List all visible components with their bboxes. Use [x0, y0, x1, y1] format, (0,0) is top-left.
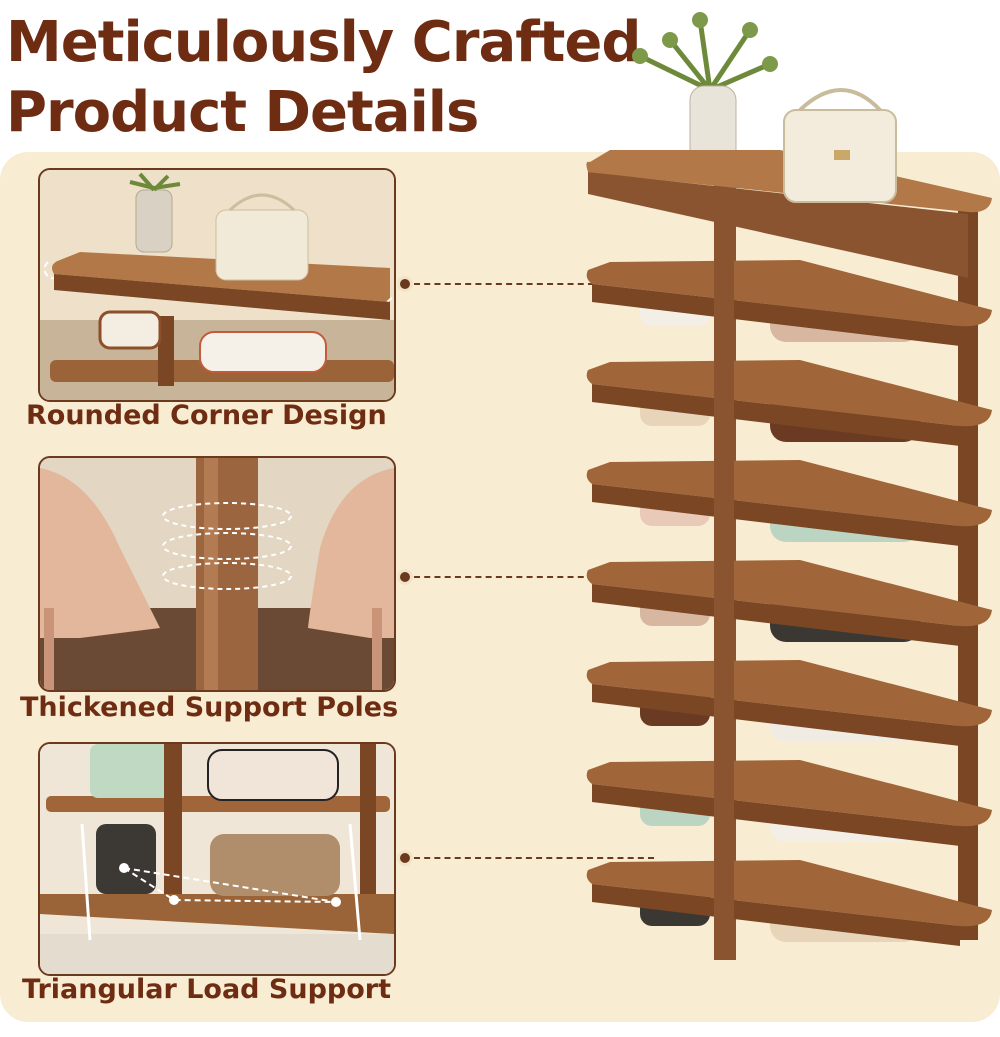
detail-image-rounded-corner — [38, 168, 396, 402]
caption-thickened-support-poles: Thickened Support Poles — [20, 692, 399, 723]
page-title: Meticulously Crafted Product Details — [6, 8, 641, 148]
rack-pole — [714, 260, 734, 950]
page-title-line-2: Product Details — [6, 80, 479, 145]
detail-image-load-support — [38, 742, 396, 976]
connector-dot-3 — [397, 850, 413, 866]
detail-image-support-poles — [38, 456, 396, 692]
caption-rounded-corner-design: Rounded Corner Design — [26, 400, 387, 431]
connector-line-1 — [414, 283, 594, 285]
caption-triangular-load-support: Triangular Load Support — [22, 974, 391, 1005]
rack-shelf-5 — [586, 660, 992, 746]
rack-shelf-1 — [586, 260, 992, 346]
rack-shelf-4 — [586, 560, 992, 646]
rack-shelf-7 — [586, 860, 992, 946]
rack-shelf-3 — [586, 460, 992, 546]
shoe-rack-tiers — [586, 260, 992, 950]
rack-shelf-2 — [586, 360, 992, 446]
connector-dot-2 — [397, 569, 413, 585]
page-title-line-1: Meticulously Crafted — [6, 10, 641, 75]
rack-shelf-6 — [586, 760, 992, 846]
connector-line-2 — [414, 576, 594, 578]
connector-dot-1 — [397, 276, 413, 292]
connector-line-3 — [414, 857, 654, 859]
